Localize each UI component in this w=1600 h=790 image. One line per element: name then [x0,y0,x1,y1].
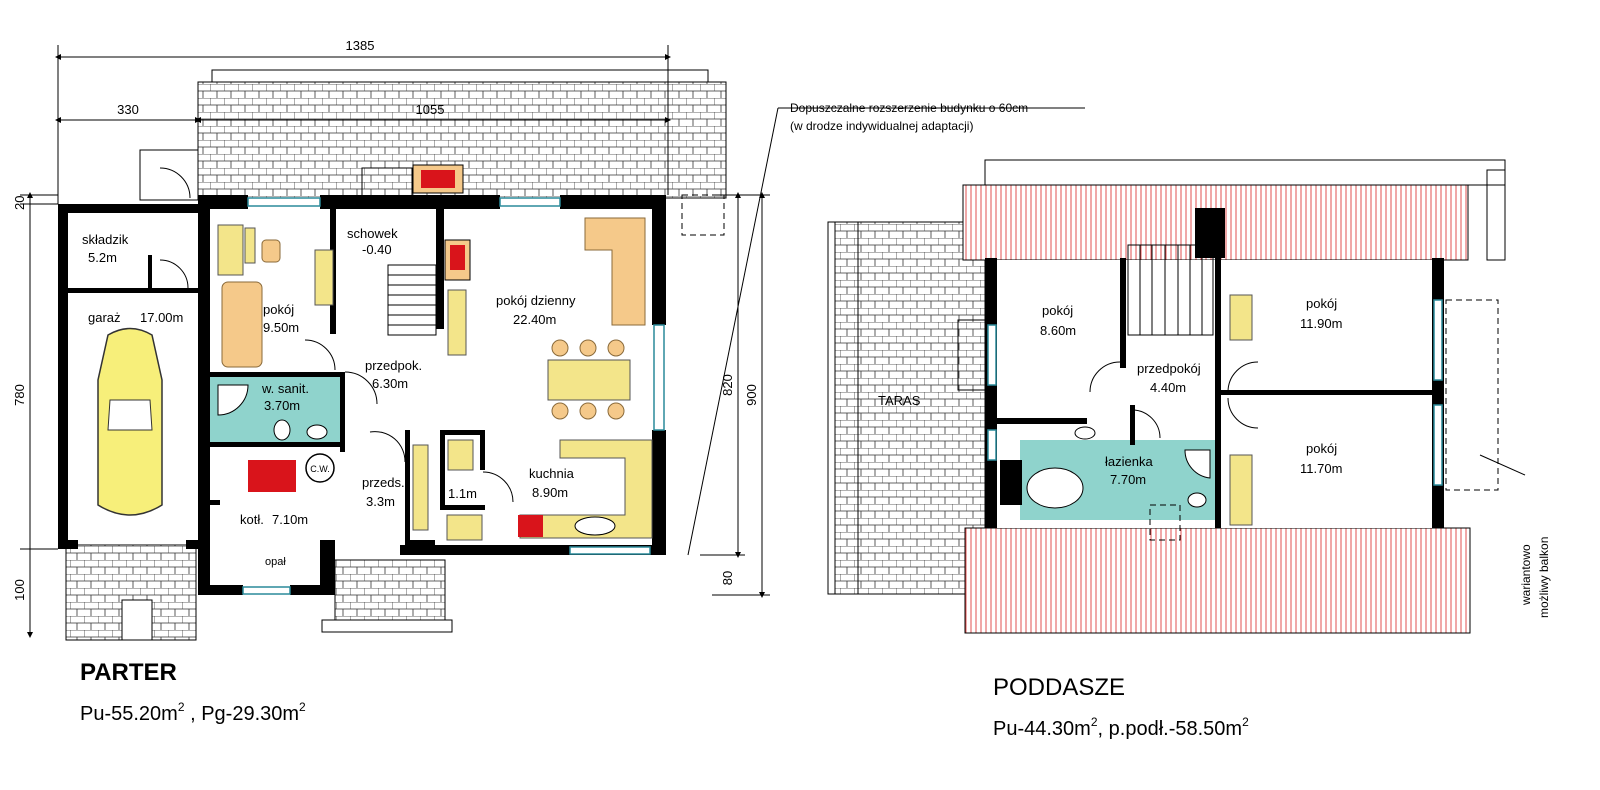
dim-right-inner: 820 [720,374,735,396]
room-name: przedpokój [1137,361,1201,376]
dim-left-part: 330 [117,102,139,117]
room-name: pokój dzienny [496,293,576,308]
balcony-note-line2: możliwy balkon [1537,537,1551,618]
room-name: w. sanit. [261,381,309,396]
room-name: kotł. [240,512,264,527]
dining-table [547,359,631,401]
room-area: 9.50m [263,320,299,335]
dim-total-width: 1385 [346,38,375,53]
room-area: 7.70m [1110,472,1146,487]
room-name: pokój [1306,296,1337,311]
attic-plan: pokój 8.60m przedpokój 4.40m pokój 11.90… [827,159,1551,740]
extension-note-line1: Dopuszczalne rozszerzenie budynku o 60cm [790,101,1028,115]
ground-floor-plan: 1385 330 1055 20 780 100 820 900 80 skła… [12,38,1085,725]
entrance-paving [334,559,446,621]
room-name: przedpok. [365,358,422,373]
room-area: 22.40m [513,312,556,327]
room-area: 8.60m [1040,323,1076,338]
balcony-note-line1: wariantowo [1519,544,1533,606]
room-area: 5.2m [88,250,117,265]
dim-left-top: 20 [12,196,27,210]
water-heater-label: C.W. [310,464,330,474]
dim-right-part: 1055 [416,102,445,117]
dim-left-height: 780 [12,384,27,406]
terrace-label: TARAS [878,393,921,408]
room-area: 11.70m [1300,461,1342,476]
room-name: schowek [347,226,398,241]
extension-note-line2: (w drodze indywidualnej adaptacji) [790,119,973,133]
room-name: pokój [1042,303,1073,318]
attic-title: PODDASZE [993,674,1125,701]
pergola-beam [211,69,709,83]
sofa [221,281,263,368]
staircase [387,264,437,336]
room-name: składzik [82,232,129,247]
attic-area-line: Pu-44.30m2, p.podł.-58.50m2 [993,715,1249,740]
room-area: 8.90m [532,485,568,500]
dim-left-bottom: 100 [12,579,27,601]
room-area: 6.30m [372,376,408,391]
dim-right-outer: 900 [744,384,759,406]
terrace-paving [834,221,986,595]
room-name: garaż [88,310,121,325]
attic-staircase [1127,244,1214,336]
room-name: kuchnia [529,466,575,481]
ground-floor-area-line: Pu-55.20m2 , Pg-29.30m2 [80,700,306,725]
room-area: 7.10m [272,512,308,527]
room-name: pokój [263,302,294,317]
ground-floor-title: PARTER [80,659,177,686]
room-area: -0.40 [362,242,392,257]
roof-bottom [964,527,1471,634]
room-area: 17.00m [140,310,183,325]
room-area: 3.70m [264,398,300,413]
room-name: pokój [1306,441,1337,456]
room-name: łazienka [1105,454,1153,469]
dim-right-bottom: 80 [720,571,735,585]
corner-sofa [584,217,646,326]
room-area: 1.1m [448,486,477,501]
room-area: 3.3m [366,494,395,509]
fuel-store-label: opał [265,556,286,568]
room-area: 4.40m [1150,380,1186,395]
optional-balcony [1445,299,1499,491]
room-area: 11.90m [1300,316,1342,331]
room-name: przeds. [362,475,405,490]
